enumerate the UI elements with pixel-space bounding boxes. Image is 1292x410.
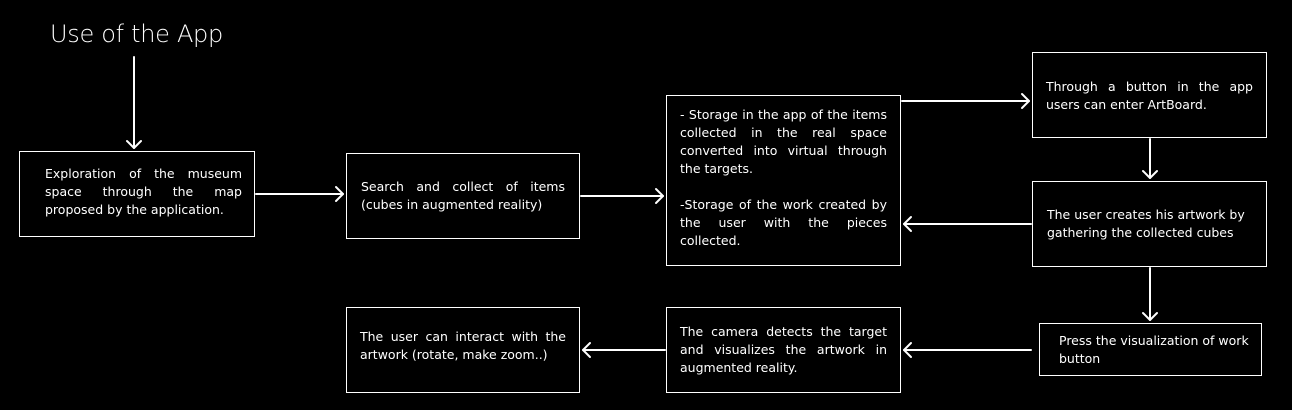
node-press: Press the visualization of work button (1039, 323, 1262, 376)
node-camera-text: The camera detects the target and visual… (680, 324, 887, 375)
arrow-creates-to-storage (903, 216, 1032, 232)
arrow-artboard-to-creates (1142, 138, 1158, 179)
arrow-search-to-storage (580, 188, 664, 204)
node-storage-work-text: -Storage of the work created by the user… (680, 197, 887, 248)
node-creates-text: The user creates his artwork by gatherin… (1047, 207, 1245, 240)
node-exploration-text: Exploration of the museum space through … (45, 166, 242, 217)
arrow-exploration-to-search (255, 186, 344, 202)
node-interact: The user can interact with the artwork (… (346, 307, 580, 393)
arrow-press-to-camera (903, 342, 1032, 358)
node-artboard-text: Through a button in the app users can en… (1046, 79, 1253, 112)
node-storage-items-text: - Storage in the app of the items collec… (680, 107, 887, 176)
node-artboard: Through a button in the app users can en… (1032, 52, 1267, 138)
node-exploration: Exploration of the museum space through … (19, 151, 255, 237)
diagram-title: Use of the App (50, 20, 223, 48)
node-camera: The camera detects the target and visual… (666, 307, 901, 393)
node-storage: - Storage in the app of the items collec… (666, 95, 901, 266)
arrow-creates-to-press (1142, 267, 1158, 321)
arrow-title-to-exploration (126, 56, 142, 149)
arrow-storage-to-artboard (901, 93, 1030, 109)
arrow-camera-to-interact (582, 342, 666, 358)
node-press-text: Press the visualization of work button (1059, 332, 1249, 366)
node-creates: The user creates his artwork by gatherin… (1032, 181, 1267, 267)
node-search: Search and collect of items (cubes in au… (346, 153, 580, 239)
node-interact-text: The user can interact with the artwork (… (360, 329, 566, 362)
node-search-text: Search and collect of items (cubes in au… (361, 179, 565, 212)
